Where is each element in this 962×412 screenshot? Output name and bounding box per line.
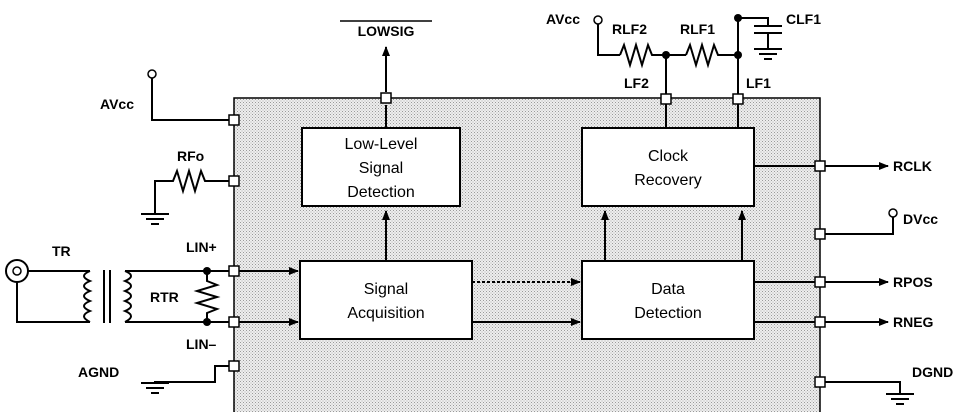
rclk-pin <box>814 160 826 172</box>
avcc-top-label: AVcc <box>546 11 580 27</box>
avcc-top-terminal-icon <box>593 15 603 25</box>
lin-plus-label: LIN+ <box>186 239 217 255</box>
primary-coil-icon <box>83 270 93 323</box>
rpos-pin <box>814 276 826 288</box>
agnd-pin <box>228 360 240 372</box>
lin-minus-label: LIN– <box>186 336 217 352</box>
tr-return-wire <box>16 282 90 323</box>
rneg-pin <box>814 316 826 328</box>
lowsig-label: LOWSIG <box>358 23 415 39</box>
rtr-resistor-icon <box>193 271 221 322</box>
data-detection-block: Data Detection <box>581 260 755 340</box>
dvcc-supply: DVcc <box>814 208 938 240</box>
lf2-pin <box>660 93 672 105</box>
avcc-terminal-icon <box>147 69 157 79</box>
secondary-coil-icon <box>122 270 132 323</box>
avcc-left-label: AVcc <box>100 96 134 112</box>
ground-icon <box>886 393 914 405</box>
agnd-wire <box>154 365 229 383</box>
dvcc-label: DVcc <box>903 211 938 227</box>
rlf2-feed-wire <box>597 24 620 56</box>
low-level-signal-detection-block: Low-Level Signal Detection <box>301 127 461 207</box>
lin-minus-pin <box>228 316 240 328</box>
ground-icon <box>141 213 169 225</box>
agnd-label: AGND <box>78 364 119 380</box>
clock-recovery-block: Clock Recovery <box>581 127 755 207</box>
dgnd-pin <box>814 376 826 388</box>
lf1-pin <box>732 93 744 105</box>
block-text: Data <box>651 281 685 298</box>
block-text: Acquisition <box>347 305 424 322</box>
dgnd-label: DGND <box>912 364 953 380</box>
rneg-output: RNEG <box>754 314 934 330</box>
agnd-ground: AGND <box>78 360 240 394</box>
capacitor-icon <box>754 25 782 34</box>
dgnd-wire <box>825 381 901 393</box>
dgnd-ground: DGND <box>814 364 953 405</box>
loop-filter-network: AVcc RLF2 RLF1 CLF1 LF2 LF1 <box>546 11 821 128</box>
rlf2-resistor-icon <box>619 41 666 69</box>
input-transformer-network: TR RTR LIN+ LIN– <box>5 239 240 352</box>
rneg-label: RNEG <box>893 314 934 330</box>
block-text: Recovery <box>634 172 702 189</box>
dvcc-pin <box>814 228 826 240</box>
rclk-label: RCLK <box>893 158 932 174</box>
rfo-resistor: RFo <box>141 148 240 225</box>
resistor-icon <box>154 167 229 213</box>
tr-label: TR <box>52 243 71 259</box>
dvcc-wire <box>825 217 894 235</box>
block-text: Signal <box>359 160 403 177</box>
block-text: Signal <box>364 281 408 298</box>
rclk-output: RCLK <box>754 158 932 174</box>
clf1-label: CLF1 <box>786 11 821 27</box>
avcc-left-supply: AVcc <box>100 69 240 126</box>
lowsig-pin <box>380 92 392 104</box>
lin-plus-pin <box>228 265 240 277</box>
rlf2-label: RLF2 <box>612 21 647 37</box>
rlf1-label: RLF1 <box>680 21 715 37</box>
lf1-label: LF1 <box>746 75 771 91</box>
dvcc-terminal-icon <box>888 208 898 218</box>
clf1-wire <box>737 17 769 55</box>
block-text: Detection <box>634 305 702 322</box>
avcc-pin <box>228 114 240 126</box>
rtr-label: RTR <box>150 289 179 305</box>
rlf1-resistor-icon <box>685 41 738 69</box>
signal-acquisition-block: Signal Acquisition <box>299 260 473 340</box>
block-text: Detection <box>347 184 415 201</box>
avcc-wire <box>151 78 229 121</box>
lf2-label: LF2 <box>624 75 649 91</box>
rfo-pin <box>228 175 240 187</box>
block-text: Low-Level <box>345 136 418 153</box>
block-text: Clock <box>648 148 689 165</box>
ground-icon <box>141 382 169 394</box>
rpos-label: RPOS <box>893 274 933 290</box>
rfo-label: RFo <box>177 148 204 164</box>
rpos-output: RPOS <box>754 274 933 290</box>
ground-icon <box>754 48 782 60</box>
